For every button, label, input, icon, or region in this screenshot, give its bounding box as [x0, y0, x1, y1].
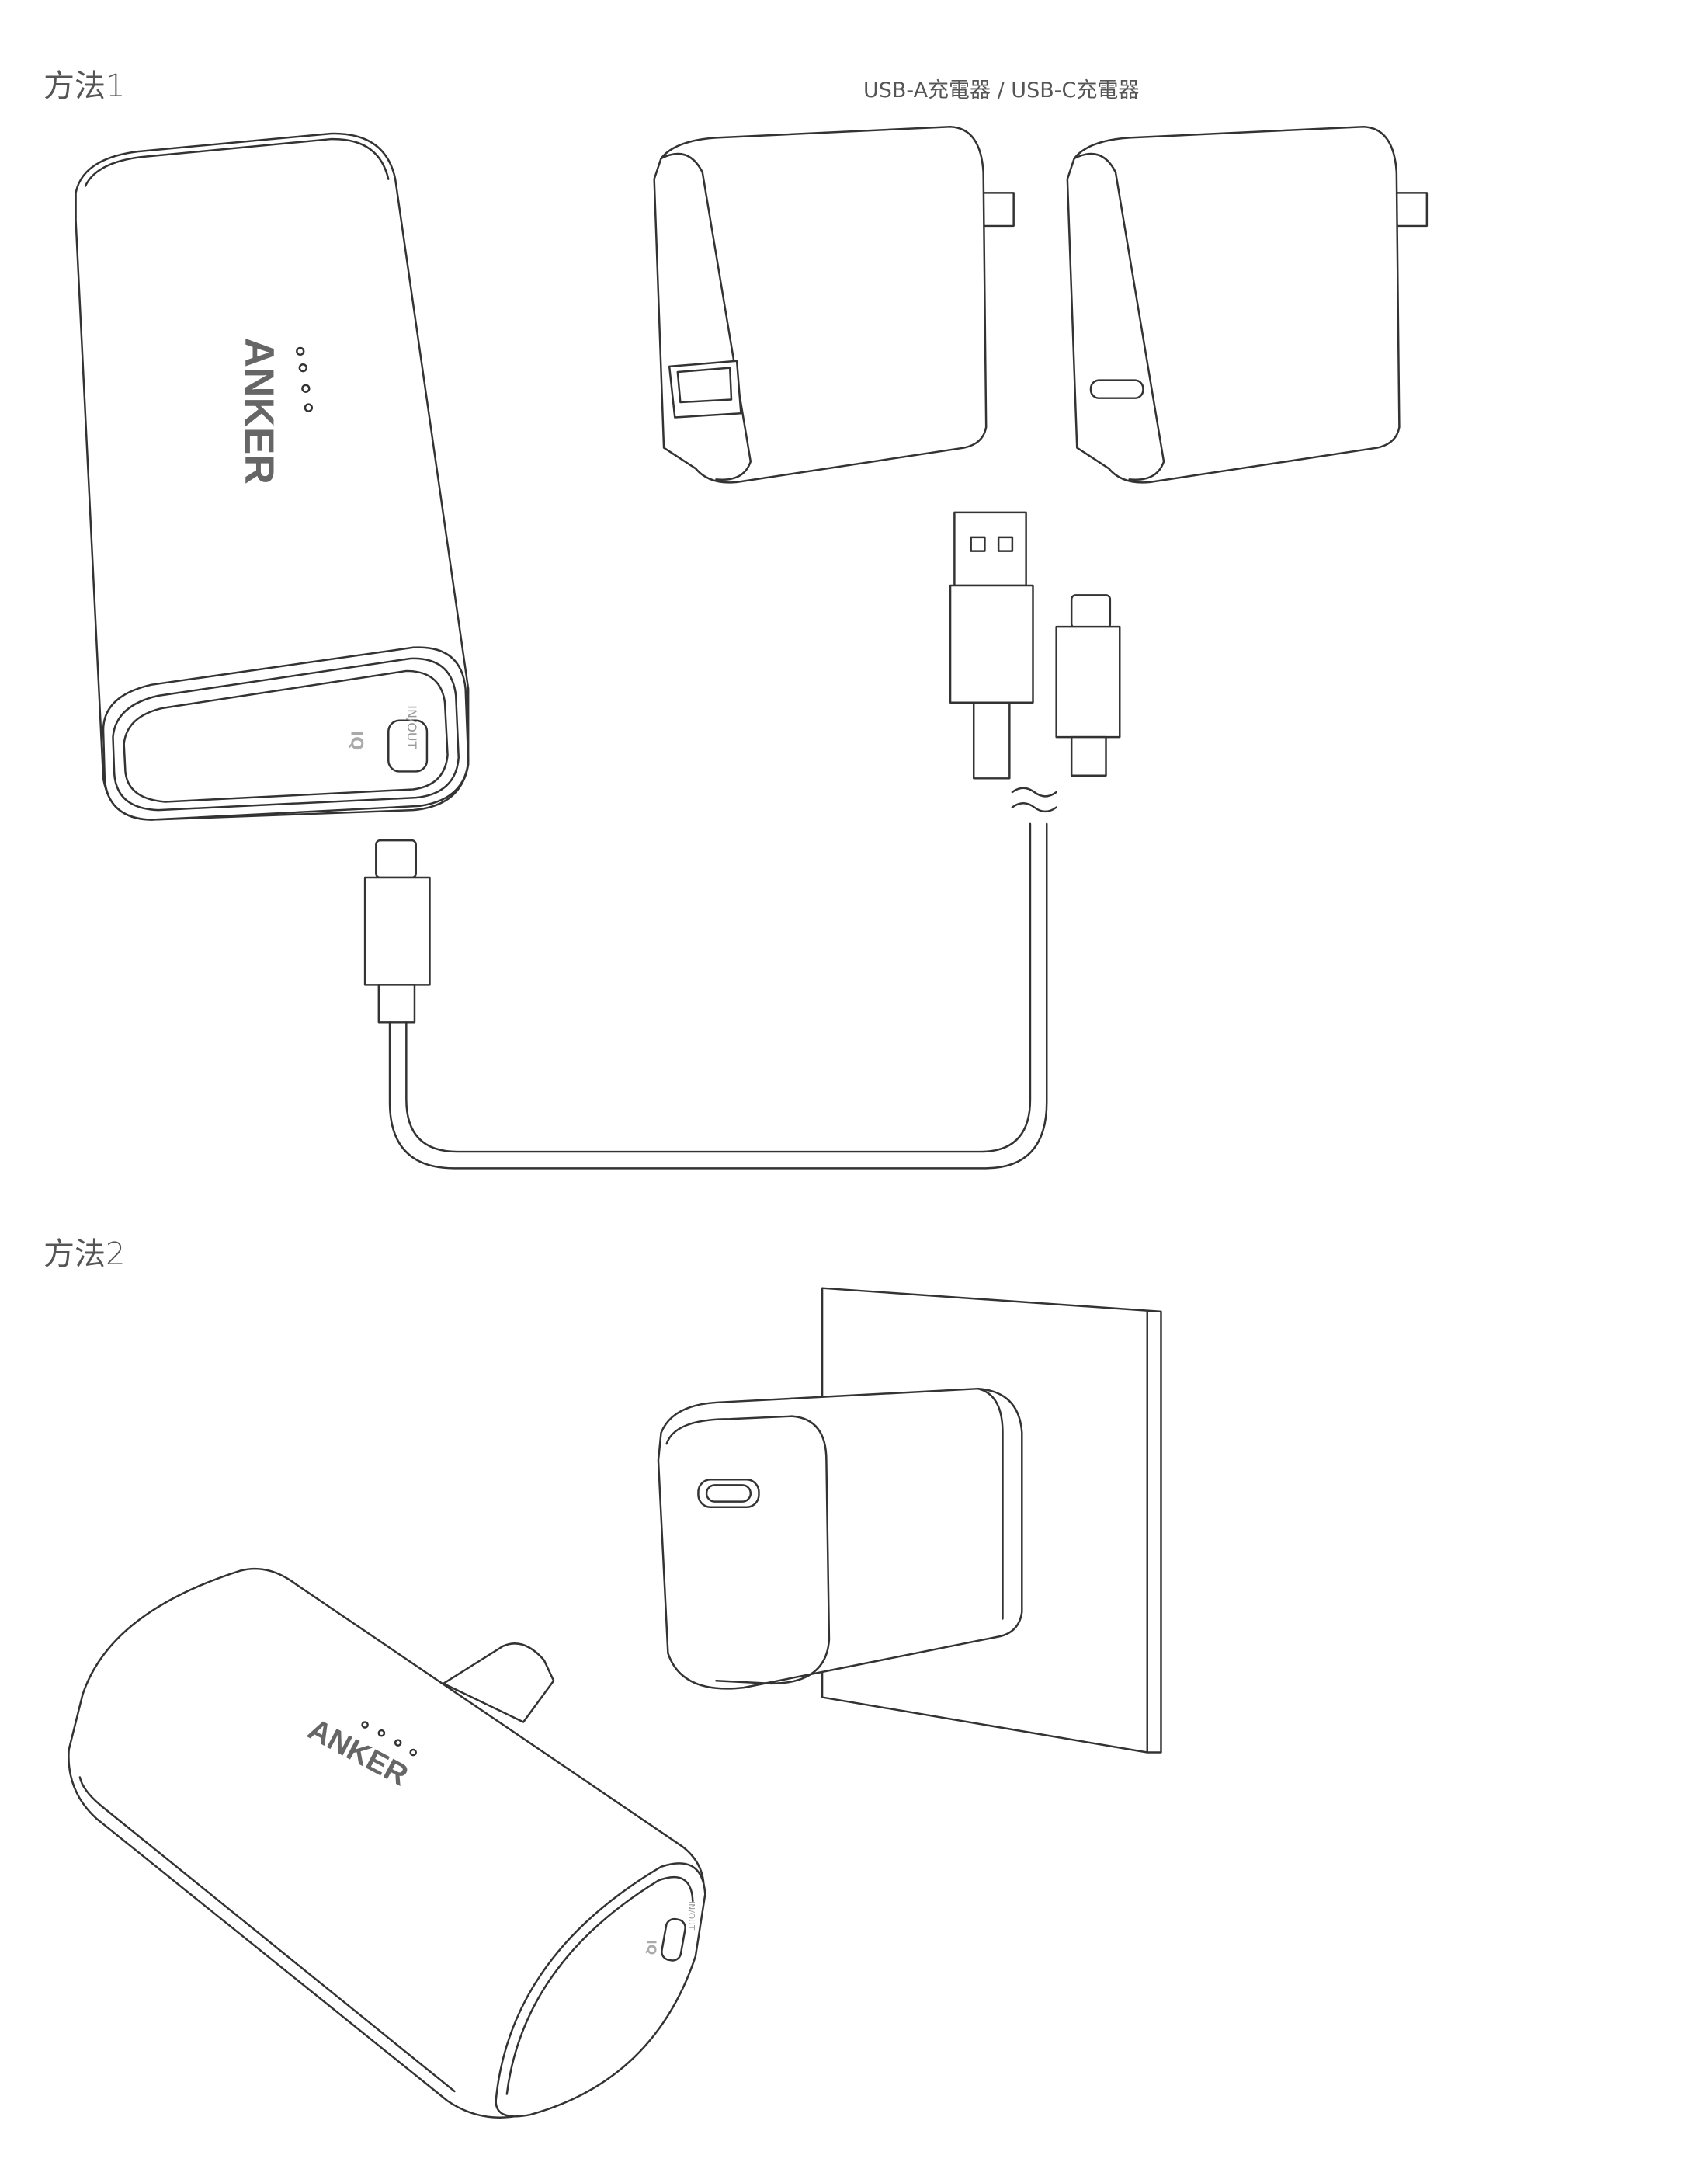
charger-label: USB-A充電器 / USB-C充電器: [863, 78, 1140, 103]
usb-a-charger: [653, 125, 1015, 484]
iq-logo: IQ: [346, 730, 366, 750]
usb-c-port: [661, 1917, 686, 1962]
port-label: IN/OUT: [404, 705, 419, 749]
anker-logo: ANKER: [236, 338, 282, 485]
power-bank-method1: ANKER IN/OUT IQ: [75, 132, 470, 821]
method1-title: 方法1: [43, 68, 126, 104]
cable: [363, 822, 1048, 1170]
usb-c-plug-loose: [1055, 594, 1121, 777]
method2-title: 方法2: [43, 1236, 126, 1272]
usb-c-charger-plugged: [657, 1387, 1023, 1690]
usb-c-charger: [1066, 125, 1429, 484]
usb-a-plug: [949, 511, 1034, 780]
iq-logo: IQ: [644, 1940, 659, 1955]
usb-c-port: [387, 719, 429, 773]
battery-indicator-dots: [296, 346, 314, 412]
port-label: IN/OUT: [686, 1901, 696, 1931]
cable-break-icon: [1011, 787, 1057, 813]
battery-indicator-dots: [361, 1721, 417, 1757]
power-bank-method2: ANKER IN/OUT IQ: [68, 1567, 706, 2119]
